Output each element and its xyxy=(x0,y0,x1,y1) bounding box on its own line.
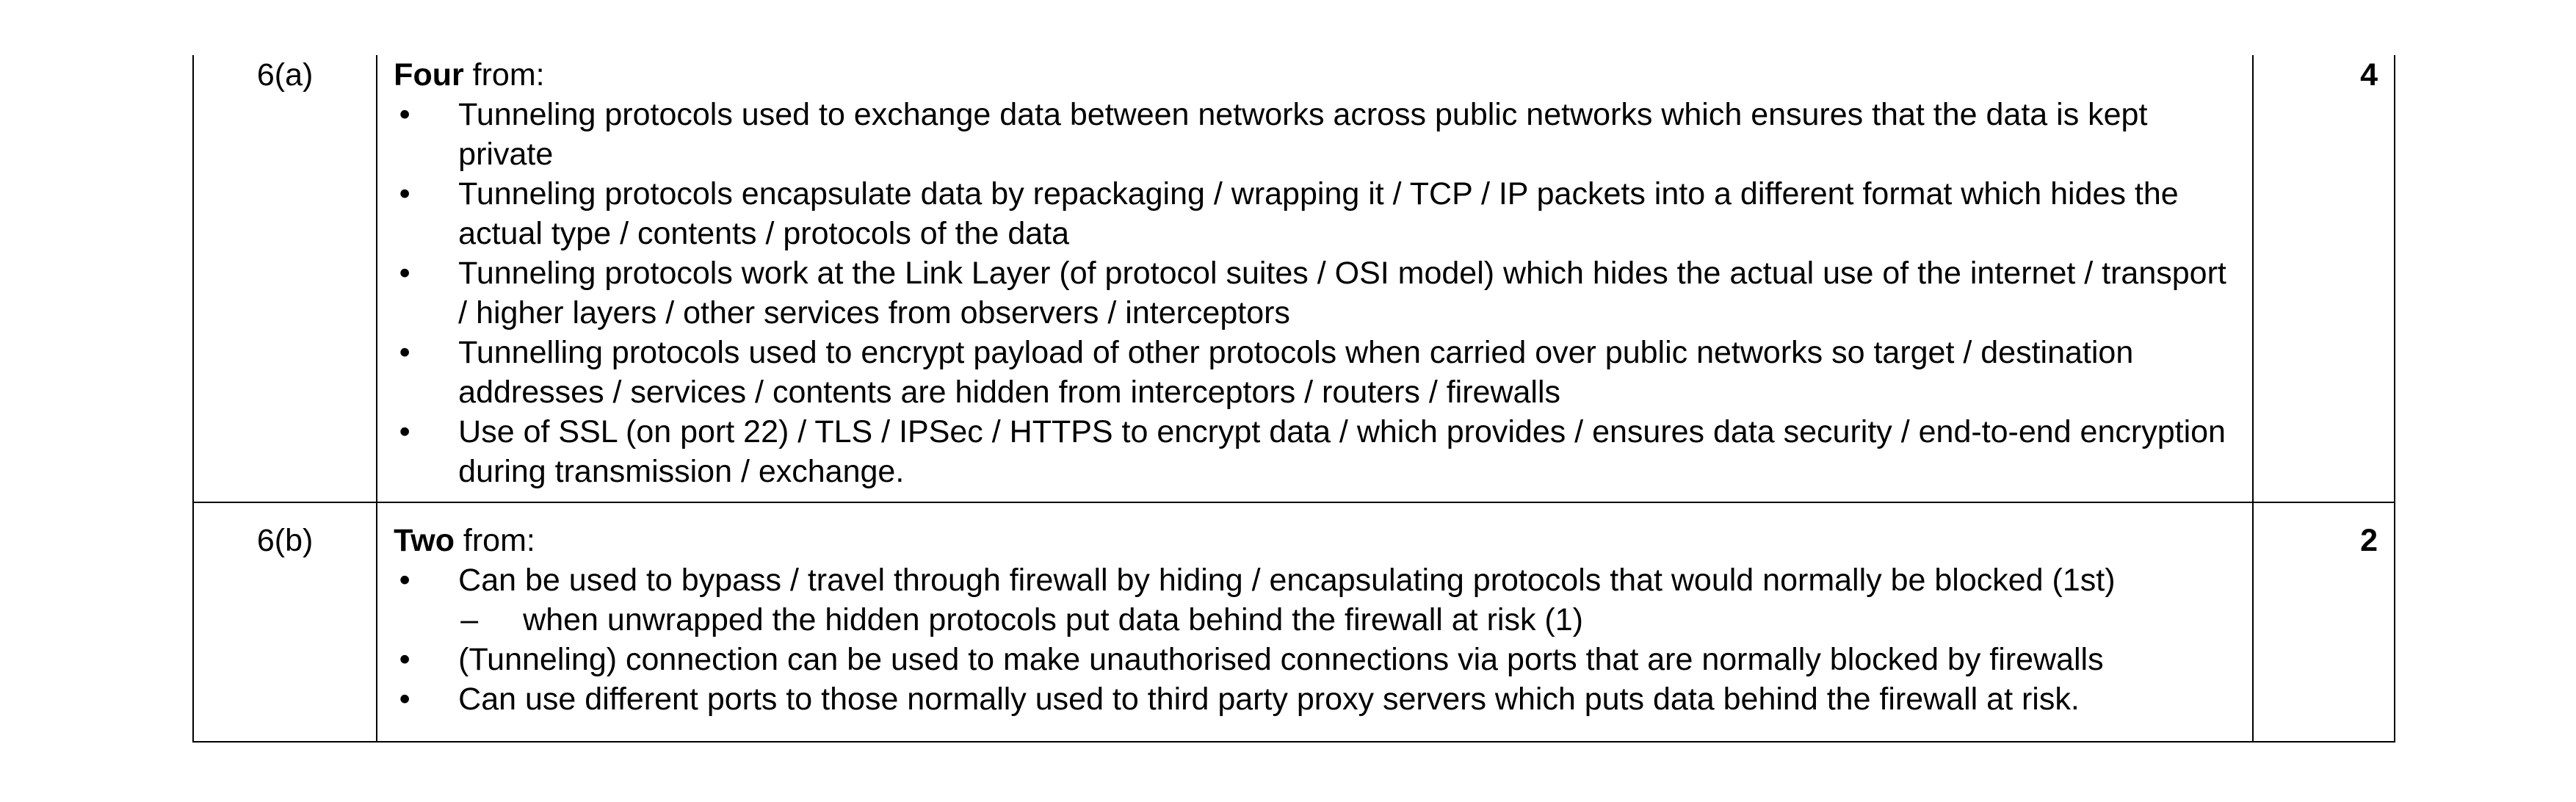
answer-point: • Tunneling protocols used to exchange da… xyxy=(394,95,2230,174)
bullet-icon: • xyxy=(399,682,410,717)
answer-subpoint: – when unwrapped the hidden protocols put… xyxy=(458,600,2230,640)
answer-point: • Use of SSL (on port 22) / TLS / IPSec /… xyxy=(394,412,2230,491)
answer-count: Four xyxy=(394,57,464,93)
answer-subpoint-text: when unwrapped the hidden protocols put … xyxy=(523,602,1583,637)
bullet-icon: • xyxy=(399,176,410,212)
answer-cell: Four from: • Tunneling protocols used to … xyxy=(376,55,2254,503)
question-number: 6(a) xyxy=(192,55,378,503)
answer-intro-text: from: xyxy=(463,57,545,93)
answer-point: • Tunneling protocols work at the Link La… xyxy=(394,253,2230,333)
answer-point: • Tunneling protocols encapsulate data by… xyxy=(394,174,2230,253)
answer-point-text: Tunnelling protocols used to encrypt pay… xyxy=(458,335,2134,410)
question-number: 6(b) xyxy=(192,502,378,743)
bullet-icon: • xyxy=(399,563,410,598)
answer-point-text: (Tunneling) connection can be used to ma… xyxy=(458,642,2104,677)
answer-point-text: Tunneling protocols encapsulate data by … xyxy=(458,176,2179,251)
bullet-icon: • xyxy=(399,642,410,677)
answer-point-text: Can be used to bypass / travel through f… xyxy=(458,563,2116,598)
answer-points-list: • Can be used to bypass / travel through … xyxy=(394,560,2230,719)
answer-point: • Can use different ports to those normal… xyxy=(394,679,2230,719)
bullet-icon: • xyxy=(399,256,410,291)
answer-point: • Can be used to bypass / travel through … xyxy=(394,560,2230,640)
bullet-icon: • xyxy=(399,335,410,370)
dash-icon: – xyxy=(460,602,479,637)
bullet-icon: • xyxy=(399,414,410,449)
marks-value: 2 xyxy=(2251,502,2396,743)
answer-intro: Two from: xyxy=(394,521,2230,560)
answer-point-text: Tunneling protocols used to exchange dat… xyxy=(458,97,2148,172)
mark-scheme-row-6b: 6(b) Two from: • Can be used to bypass / … xyxy=(192,502,2396,743)
marks-value: 4 xyxy=(2251,55,2396,503)
answer-point-text: Use of SSL (on port 22) / TLS / IPSec / … xyxy=(458,414,2226,489)
answer-point-text: Can use different ports to those normall… xyxy=(458,682,2080,717)
answer-intro-text: from: xyxy=(454,523,535,558)
mark-scheme-row-6a: 6(a) Four from: • Tunneling protocols use… xyxy=(192,55,2396,503)
answer-point: • Tunnelling protocols used to encrypt pa… xyxy=(394,333,2230,412)
bullet-icon: • xyxy=(399,97,410,132)
answer-points-list: • Tunneling protocols used to exchange da… xyxy=(394,95,2230,491)
mark-scheme-table: 6(a) Four from: • Tunneling protocols use… xyxy=(192,55,2396,743)
answer-point: • (Tunneling) connection can be used to m… xyxy=(394,640,2230,679)
answer-point-text: Tunneling protocols work at the Link Lay… xyxy=(458,256,2226,330)
answer-cell: Two from: • Can be used to bypass / trave… xyxy=(376,502,2254,743)
answer-intro: Four from: xyxy=(394,55,2230,95)
answer-count: Two xyxy=(394,523,455,558)
